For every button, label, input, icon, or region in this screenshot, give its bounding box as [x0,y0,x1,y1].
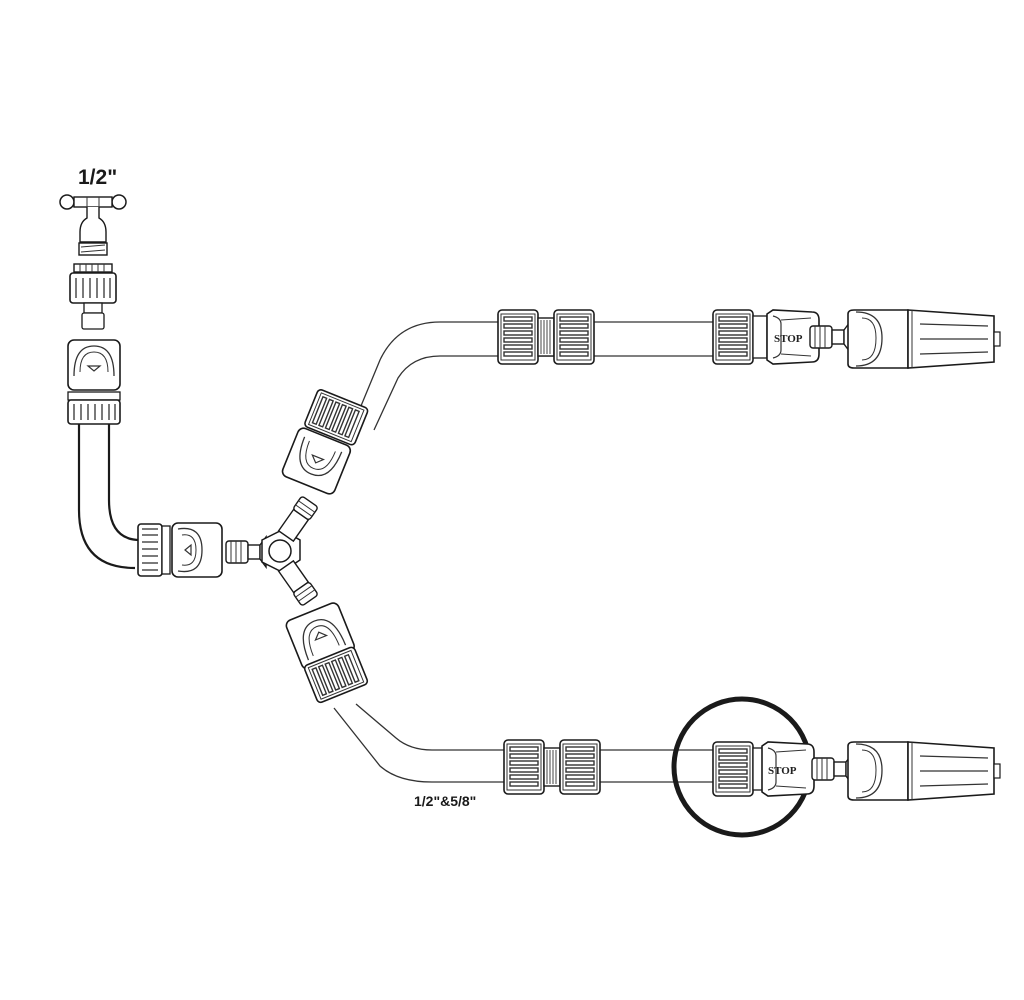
stop-label-upper: STOP [774,333,803,345]
tap-size-label: 1/2" [78,166,118,189]
hose-size-label: 1/2"&5/8" [414,793,477,809]
upper-hose-mender [498,310,594,364]
hose-connector-quick-horizontal [137,522,223,578]
tap [59,194,127,256]
upper-spray-nozzle [809,309,1001,369]
upper-stop-connector: STOP [712,309,820,365]
stop-label-lower: STOP [768,765,797,777]
upper-hose-connector [281,387,370,495]
threaded-tap-adapter [69,263,117,330]
hose-elbow [77,424,141,570]
lower-stop-connector: STOP [712,741,815,797]
upper-hose [355,321,716,431]
y-splitter [225,496,318,606]
lower-spray-nozzle [811,741,1001,801]
lower-hose [333,703,716,783]
lower-hose-connector [285,602,370,705]
hose-connector-quick [67,339,121,425]
lower-hose-mender [504,740,600,794]
